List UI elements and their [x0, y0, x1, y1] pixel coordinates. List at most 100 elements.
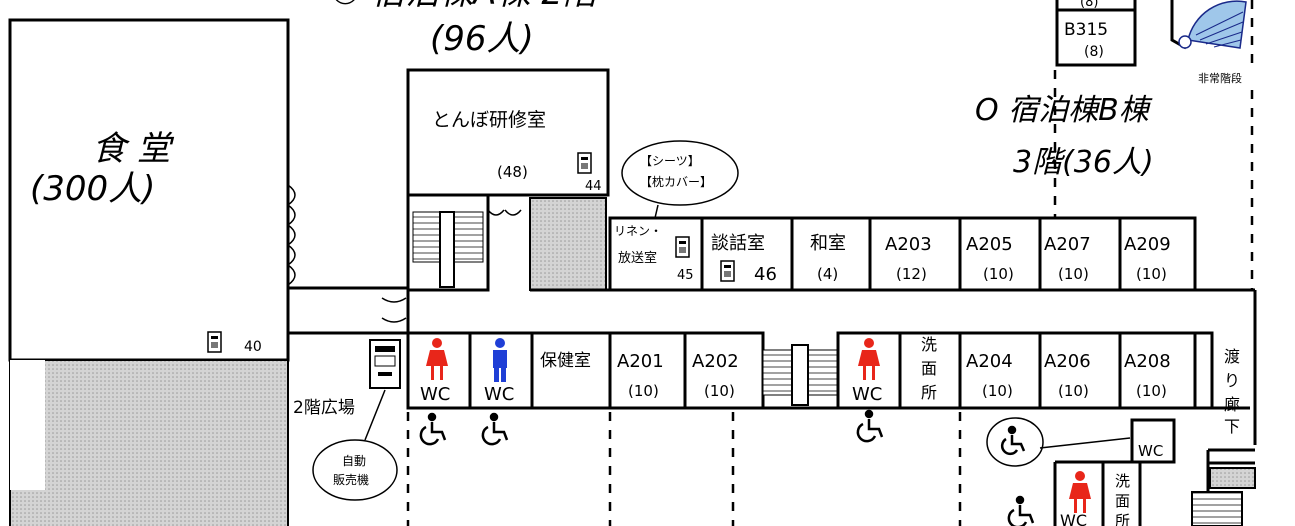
room-a208-capacity: (10) [1136, 382, 1167, 400]
wc-female[interactable]: WC [406, 331, 472, 410]
dining-doors [286, 184, 407, 323]
dining-hall-capacity: (300人) [30, 169, 155, 209]
room-a202-capacity: (10) [704, 382, 735, 400]
room-a203[interactable]: A203 (12) [868, 216, 962, 292]
room-a204-id: A204 [966, 351, 1013, 372]
room-a206-id: A206 [1044, 351, 1091, 372]
danwa-room[interactable]: 談話室 46 [700, 216, 794, 292]
room-a204-capacity: (10) [982, 382, 1013, 400]
accessible-icon [419, 412, 447, 446]
linen-label: リネン・ [614, 224, 662, 238]
senmenjo-char-1: 洗 [921, 335, 937, 354]
phone-icon [207, 331, 222, 353]
linen-broadcast-room[interactable]: リネン・ 放送室 45 [608, 216, 704, 292]
linen-note-pillow: 【枕カバー】 [640, 174, 712, 189]
room-a202-id: A202 [692, 351, 739, 372]
phone-icon [720, 260, 735, 282]
female-icon [426, 338, 448, 380]
emergency-stairs-icon [1178, 0, 1247, 49]
room-a206-capacity: (10) [1058, 382, 1089, 400]
building-a-capacity: (96人) [430, 19, 534, 59]
building-b-title: O 宿泊棟B棟 [975, 93, 1153, 128]
room-b315-capacity: (8) [1084, 44, 1104, 60]
danwa-phone-number: 46 [754, 264, 777, 285]
washitsu-room[interactable]: 和室 (4) [790, 216, 872, 292]
tombo-room-name: とんぼ研修室 [432, 109, 546, 131]
wc-south-label: WC [1060, 511, 1087, 526]
room-a203-id: A203 [885, 234, 932, 255]
wc-male[interactable]: WC [468, 331, 534, 410]
tombo-room-capacity: (48) [497, 163, 528, 181]
senmenjo-char-3: 所 [921, 383, 937, 402]
room-a205-id: A205 [966, 234, 1013, 255]
room-a209-id: A209 [1124, 234, 1171, 255]
male-icon [493, 338, 507, 382]
dining-hall[interactable]: 食 堂 (300人) 40 [8, 18, 290, 526]
room-a209[interactable]: A209 (10) [1118, 216, 1197, 292]
senmenjo-south-2: 面 [1115, 492, 1130, 510]
room-a201[interactable]: A201 (10) [608, 331, 687, 410]
wc-female-label: WC [420, 384, 450, 405]
plaza-label: 2階広場 [293, 398, 355, 418]
senmenjo-char-2: 面 [921, 359, 937, 378]
connecting-corridor[interactable]: 渡 り 廊 下 [1195, 331, 1240, 436]
emergency-stairs-label: 非常階段 [1198, 71, 1242, 85]
vending-callout: 自動 販売機 [312, 389, 398, 501]
accessible-icon [1007, 495, 1035, 526]
hokenshitsu-room[interactable]: 保健室 [530, 331, 612, 410]
female-icon [858, 338, 880, 380]
watari-char-1: 渡 [1224, 347, 1240, 366]
senmenjo-south-3: 所 [1115, 512, 1130, 526]
room-a205[interactable]: A205 (10) [958, 216, 1042, 292]
linen-callout: 【シーツ】 【枕カバー】 [621, 140, 739, 219]
room-a208[interactable]: A208 (10) [1118, 331, 1197, 410]
phone-icon [675, 236, 690, 258]
washitsu-name: 和室 [810, 233, 846, 254]
dining-phone-number: 40 [244, 339, 262, 355]
dashed-boundaries [406, 0, 1254, 526]
accessible-icon [481, 412, 509, 446]
room-a207-id: A207 [1044, 234, 1091, 255]
phone-icon [577, 152, 592, 174]
room-a208-id: A208 [1124, 351, 1171, 372]
broadcast-label: 放送室 [618, 250, 657, 266]
linen-phone-number: 45 [677, 268, 694, 283]
wc-accessible[interactable]: WC [1130, 418, 1176, 464]
room-a204[interactable]: A204 (10) [958, 331, 1042, 410]
room-b315[interactable]: (8) B315 (8) [1055, 0, 1137, 67]
room-a207[interactable]: A207 (10) [1038, 216, 1122, 292]
building-a-title: ④ 宿泊棟A棟 2階 [330, 0, 602, 13]
room-a205-capacity: (10) [983, 265, 1014, 283]
room-a206[interactable]: A206 (10) [1038, 331, 1122, 410]
linen-note-sheets: 【シーツ】 [640, 154, 700, 168]
b-top-capacity: (8) [1080, 0, 1098, 10]
female-icon [1069, 471, 1091, 513]
room-a202[interactable]: A202 (10) [683, 331, 765, 410]
senmenjo-east[interactable]: 洗 面 所 [898, 331, 962, 410]
room-a209-capacity: (10) [1136, 265, 1167, 283]
vending-label-2: 販売機 [333, 472, 369, 487]
accessible-icon [856, 409, 884, 443]
vending-label-1: 自動 [342, 454, 366, 468]
vending-machine[interactable] [369, 339, 401, 389]
room-a207-capacity: (10) [1058, 265, 1089, 283]
accessible-callout [986, 417, 1131, 467]
room-a201-id: A201 [617, 351, 664, 372]
room-a203-capacity: (12) [896, 265, 927, 283]
wc-female-east[interactable]: WC [836, 331, 902, 410]
wc-female-east-label: WC [852, 384, 882, 405]
wc-accessible-label: WC [1138, 442, 1163, 460]
wc-male-label: WC [484, 384, 514, 405]
central-stairs [762, 344, 839, 406]
hokenshitsu-name: 保健室 [540, 351, 591, 371]
washitsu-capacity: (4) [817, 265, 838, 283]
room-b315-id: B315 [1064, 20, 1108, 40]
tombo-room[interactable]: とんぼ研修室 (48) 44 [406, 68, 610, 197]
watari-char-3: 廊 [1224, 395, 1240, 414]
tombo-phone-number: 44 [585, 179, 602, 194]
danwa-room-name: 談話室 [711, 233, 765, 254]
dining-hall-name: 食 堂 [92, 129, 175, 169]
building-b-capacity: 3階(36人) [1013, 145, 1154, 180]
senmenjo-south-1: 洗 [1115, 472, 1130, 490]
watari-char-2: り [1224, 371, 1240, 390]
